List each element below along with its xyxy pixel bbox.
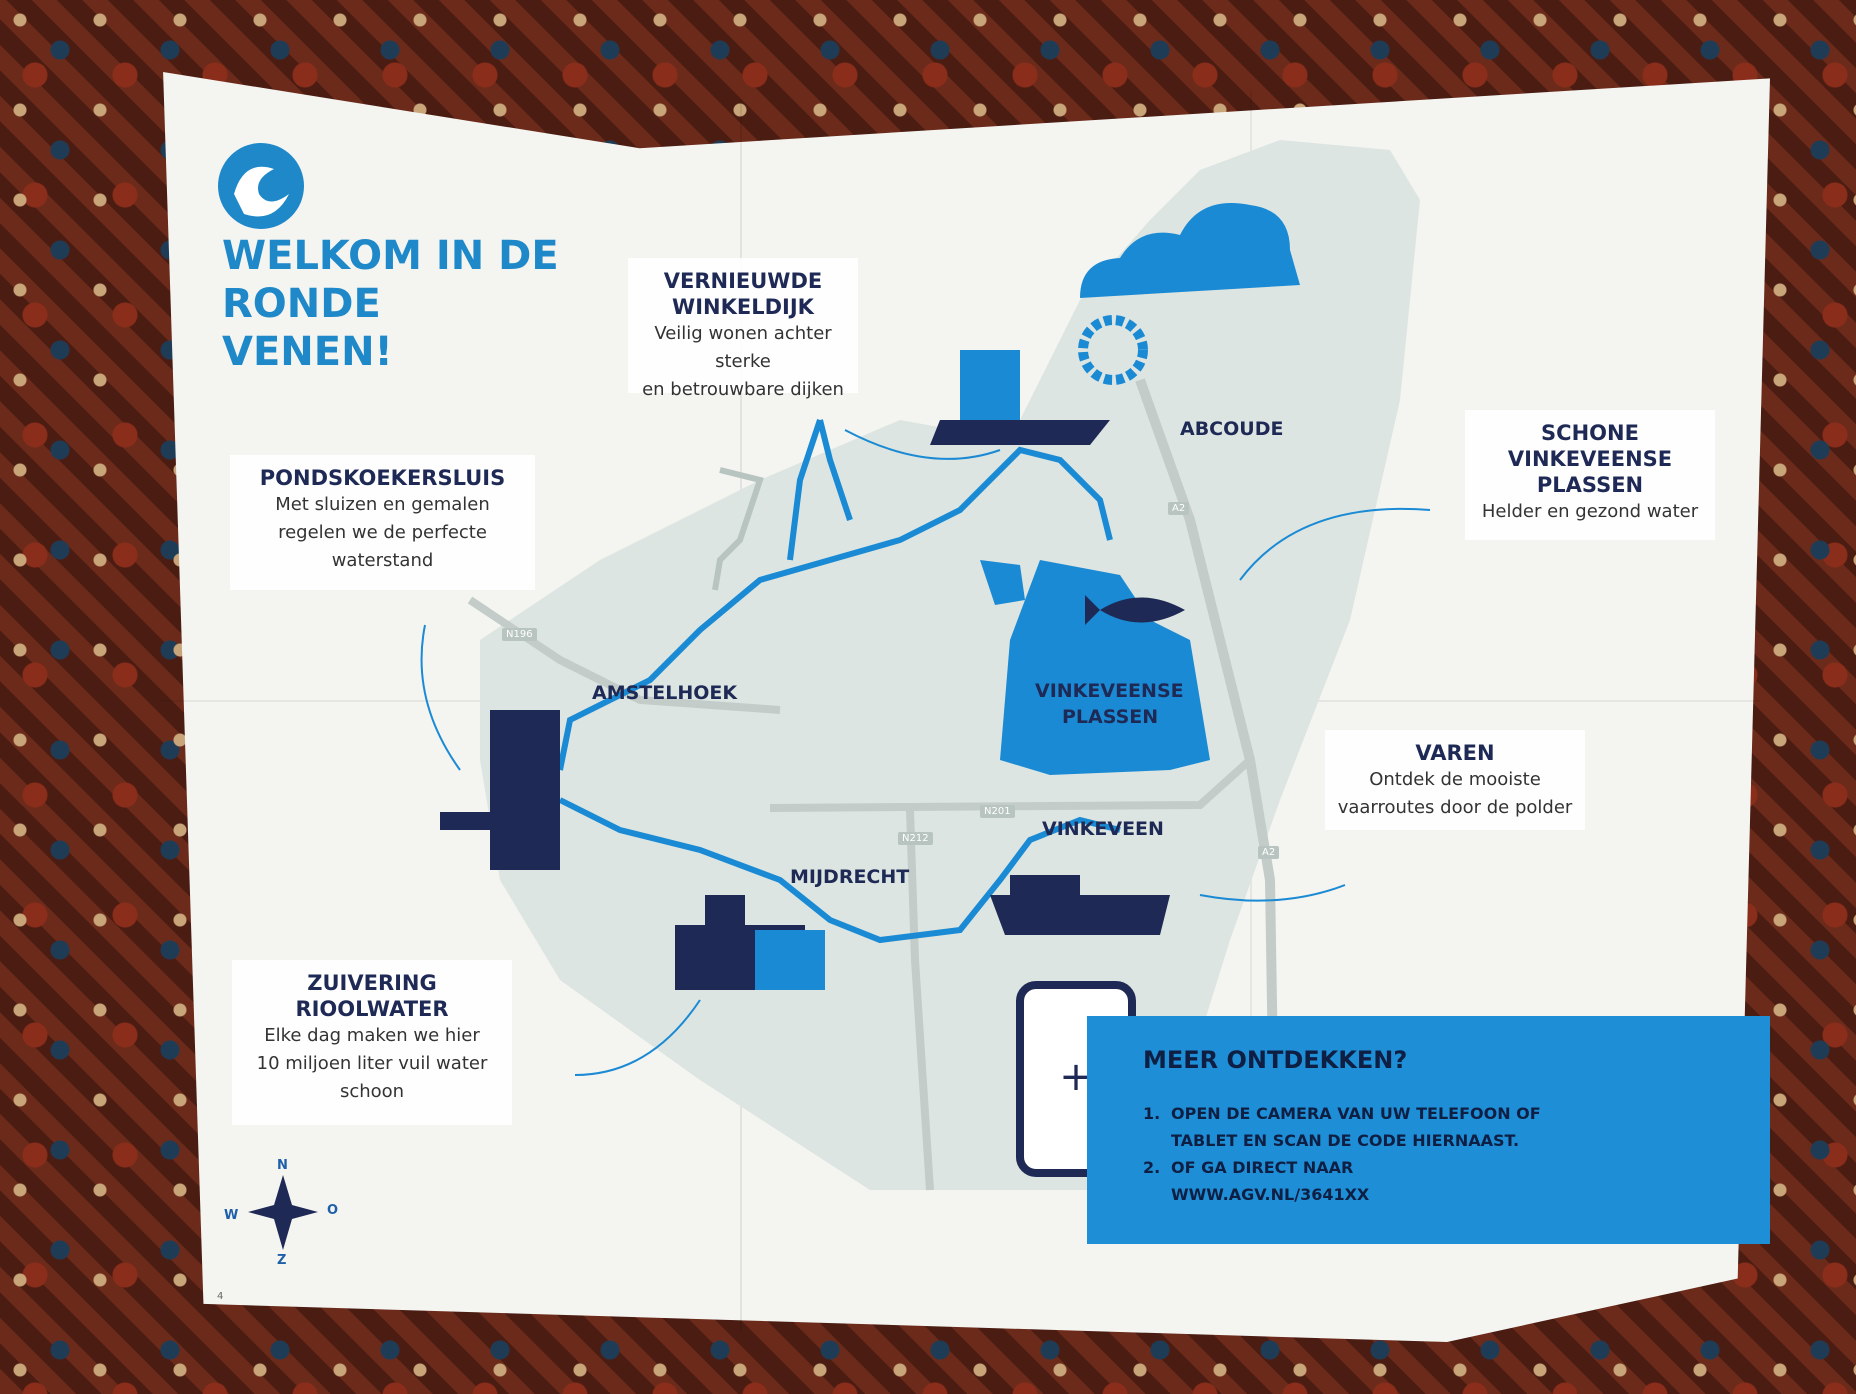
compass-n: N [277, 1158, 288, 1173]
step-item: 2.OF GA DIRECT NAAR [1143, 1158, 1354, 1177]
place-vinkeveense-plassen-l1: VINKEVEENSE [1035, 680, 1184, 702]
step-item: TABLET EN SCAN DE CODE HIERNAAST. [1171, 1131, 1520, 1150]
arrow [1239, 507, 1431, 581]
place-abcoude: ABCOUDE [1180, 418, 1284, 440]
heron-icon [712, 467, 764, 591]
place-vinkeveense-plassen-l2: PLASSEN [1062, 706, 1159, 728]
place-amstelhoek: AMSTELHOEK [592, 682, 738, 704]
road-label-n201: N201 [980, 805, 1015, 818]
url-link[interactable]: WWW.AGV.NL/3641XX [1171, 1185, 1370, 1204]
lake-small [980, 560, 1025, 605]
step-item: WWW.AGV.NL/3641XX [1143, 1181, 1563, 1208]
road-label-n196: N196 [502, 628, 537, 641]
info-box-schone-plassen: SCHONE VINKEVEENSE PLASSEN Helder en gez… [1465, 410, 1715, 540]
panel-title: MEER ONTDEKKEN? [1143, 1046, 1408, 1074]
compass-icon [248, 1175, 318, 1250]
boat-icon [990, 895, 1170, 935]
info-box-zuivering: ZUIVERING RIOOLWATER Elke dag maken we h… [232, 960, 512, 1125]
arrow [1199, 884, 1346, 902]
vinkeveense-plassen [1000, 560, 1210, 775]
steps-list: 1.OPEN DE CAMERA VAN UW TELEFOON OF TABL… [1143, 1100, 1563, 1208]
river [557, 419, 1121, 944]
sluice-icon [490, 710, 560, 870]
discover-more-panel: MEER ONTDEKKEN? 1.OPEN DE CAMERA VAN UW … [1087, 1016, 1770, 1244]
page-title: WELKOM IN DE RONDE VENEN! [222, 233, 559, 375]
road-label-n212: N212 [898, 832, 933, 845]
arrow [420, 624, 461, 771]
house-icon [960, 350, 1020, 420]
info-box-pondskoekersluis: PONDSKOEKERSLUIS Met sluizen en gemalen … [230, 455, 535, 590]
agv-wave-logo [218, 143, 304, 229]
road-n201 [769, 757, 1253, 812]
page-number: 4 [217, 1291, 224, 1302]
road-label-a2: A2 [1168, 502, 1190, 515]
compass-w: W [224, 1208, 239, 1223]
compass-z: Z [277, 1253, 287, 1268]
compass-o: O [327, 1203, 339, 1218]
arrow [844, 429, 1001, 460]
arrow [574, 999, 701, 1076]
info-box-winkeldijk: VERNIEUWDE WINKELDIJK Veilig wonen achte… [628, 258, 858, 400]
cloud-icon [1080, 203, 1300, 298]
place-vinkeveen: VINKEVEEN [1042, 818, 1164, 840]
step-item: 1.OPEN DE CAMERA VAN UW TELEFOON OF [1143, 1104, 1541, 1123]
info-box-varen: VAREN Ontdek de mooiste vaarroutes door … [1325, 730, 1585, 830]
sun-icon [1078, 315, 1148, 385]
fish-icon [1085, 595, 1185, 625]
place-mijdrecht: MIJDRECHT [790, 866, 910, 888]
road-label-a2: A2 [1258, 846, 1280, 859]
road-n212 [906, 809, 934, 1191]
